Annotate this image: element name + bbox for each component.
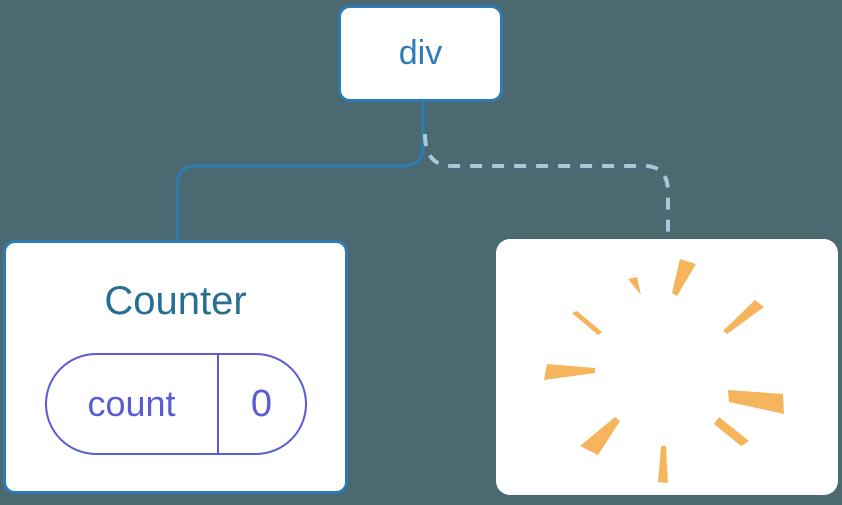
state-pill: count 0 (44, 353, 307, 455)
connector-dashed-line (423, 133, 670, 240)
counter-node-title: Counter (104, 279, 247, 323)
removed-node (496, 239, 838, 495)
root-node-label: div (398, 34, 443, 72)
counter-node: Counter count 0 (3, 240, 348, 494)
connector-solid-line (175, 101, 425, 241)
poof-icon (544, 259, 784, 483)
state-value-label: 0 (216, 355, 305, 453)
root-node-div: div (338, 5, 503, 102)
state-key-label: count (87, 383, 176, 424)
